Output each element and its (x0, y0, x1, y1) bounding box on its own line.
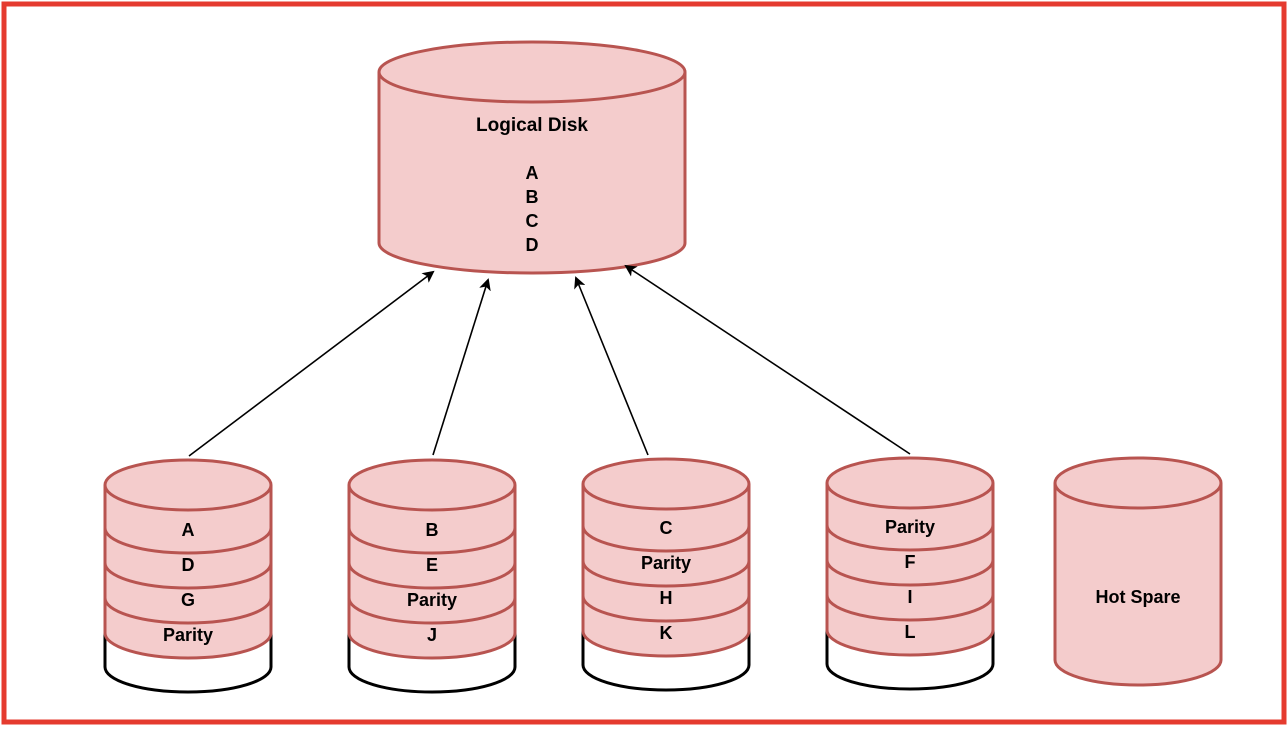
logical-disk-block: D (526, 235, 539, 255)
disk-block: H (660, 588, 673, 608)
disk-block: B (426, 520, 439, 540)
logical-disk-block: C (526, 211, 539, 231)
disk-block: A (182, 520, 195, 540)
arrow-disk-1 (188, 270, 435, 457)
physical-disk-1: A D G Parity (103, 458, 273, 694)
logical-disk: Logical Disk A B C D (377, 40, 687, 275)
disk-block: J (427, 625, 437, 645)
disk-block: D (182, 555, 195, 575)
disk-block: Parity (407, 590, 457, 610)
arrow-disk-2 (432, 278, 491, 456)
disk-block: F (905, 552, 916, 572)
disk-block: Parity (163, 625, 213, 645)
disk-block: C (660, 518, 673, 538)
physical-disk-3: C Parity H K (581, 457, 751, 692)
physical-disk-4: Parity F I L (825, 456, 995, 691)
disk-block: Parity (885, 517, 935, 537)
hot-spare-disk: Hot Spare (1053, 456, 1223, 687)
disk-block: L (905, 622, 916, 642)
hot-spare-label: Hot Spare (1095, 587, 1180, 607)
disk-block: K (660, 623, 673, 643)
arrows (188, 264, 911, 457)
disk-block: Parity (641, 553, 691, 573)
disk-block: G (181, 590, 195, 610)
logical-disk-title: Logical Disk (476, 115, 588, 136)
arrow-disk-4 (624, 264, 911, 455)
arrow-disk-3 (574, 276, 649, 456)
logical-disk-block: B (526, 187, 539, 207)
physical-disk-2: B E Parity J (347, 458, 517, 694)
disk-block: I (907, 587, 912, 607)
disk-block: E (426, 555, 438, 575)
logical-disk-block: A (526, 163, 539, 183)
